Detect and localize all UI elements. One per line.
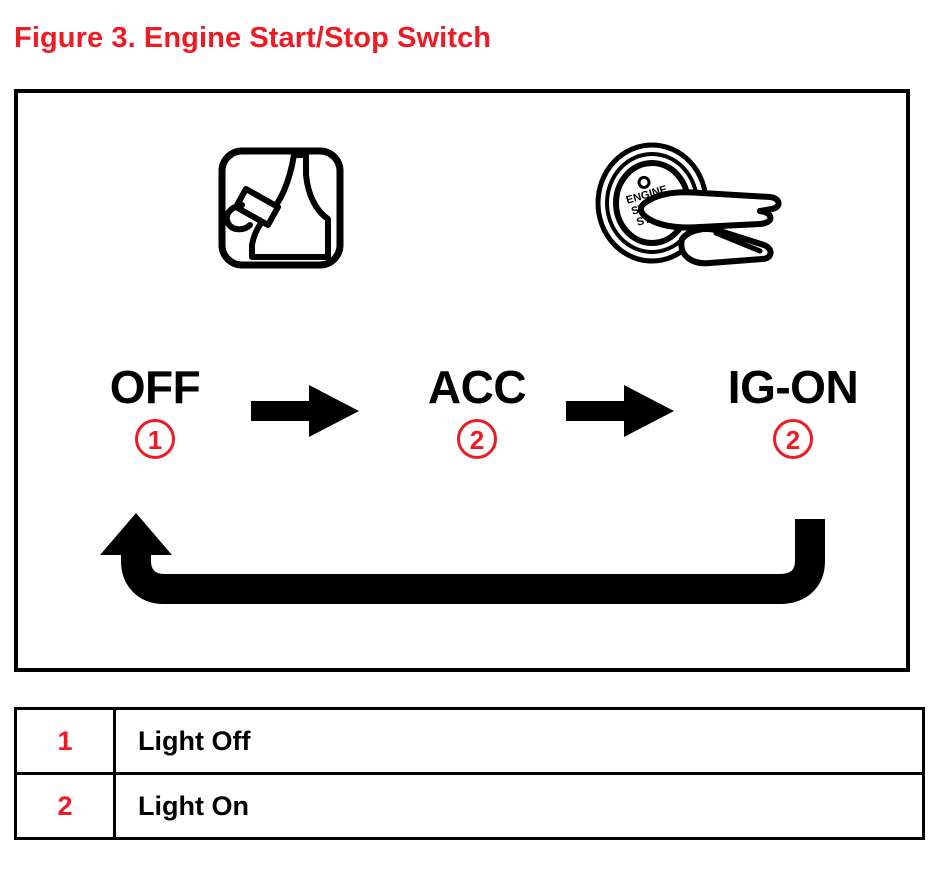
table-row: 1 Light Off bbox=[14, 707, 925, 775]
state-acc-label: ACC bbox=[427, 361, 527, 413]
legend-number-1: 1 bbox=[14, 707, 116, 775]
state-ig-on-label: IG-ON bbox=[727, 361, 859, 413]
return-loop-arrow bbox=[96, 513, 836, 613]
state-off-label: OFF bbox=[109, 361, 201, 413]
sequence-arrow-off-to-acc bbox=[251, 383, 361, 444]
state-off: OFF 1 bbox=[60, 361, 250, 459]
legend-number-2: 2 bbox=[14, 772, 116, 840]
engine-start-stop-button-icon: ENGINE START STOP bbox=[584, 141, 784, 281]
legend-description-2: Light On bbox=[113, 772, 925, 840]
sequence-arrow-acc-to-igon bbox=[566, 383, 676, 444]
legend-table: 1 Light Off 2 Light On bbox=[14, 707, 925, 840]
diagram-frame: ENGINE START STOP OFF 1 ACC 2 bbox=[14, 89, 910, 672]
state-ig-on-callout: 2 bbox=[773, 419, 813, 459]
page-title: Figure 3. Engine Start/Stop Switch bbox=[14, 22, 492, 54]
legend-description-1: Light Off bbox=[113, 707, 925, 775]
state-acc: ACC 2 bbox=[382, 361, 572, 459]
state-off-callout: 1 bbox=[135, 419, 175, 459]
table-row: 2 Light On bbox=[14, 772, 925, 840]
state-ig-on: IG-ON 2 bbox=[698, 361, 888, 459]
state-sequence: OFF 1 ACC 2 IG-ON 2 bbox=[18, 361, 906, 491]
brake-pedal-icon bbox=[216, 145, 346, 271]
state-acc-callout: 2 bbox=[457, 419, 497, 459]
